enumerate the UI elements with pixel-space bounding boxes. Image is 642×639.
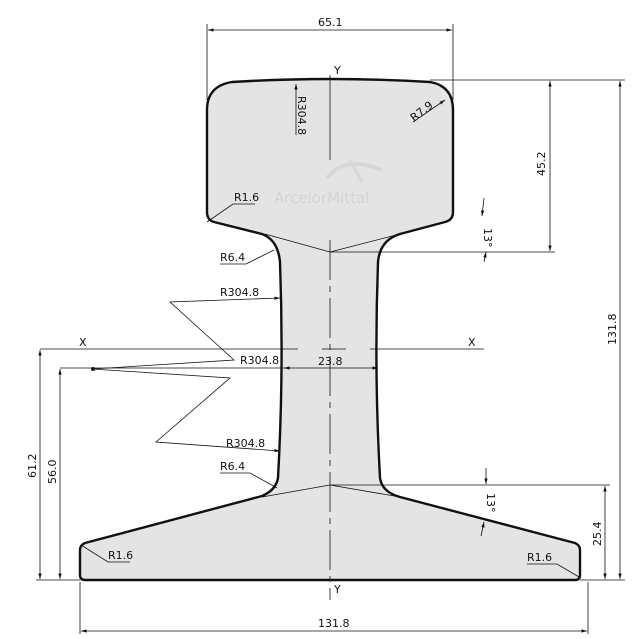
radius-leader <box>80 544 130 563</box>
watermark-text: ArcelorMittal <box>274 189 369 207</box>
base-height-label: 25.4 <box>591 522 604 547</box>
radius-leader <box>91 368 281 453</box>
base-width-label: 131.8 <box>318 617 350 630</box>
x-label-right: X <box>468 336 476 349</box>
y-label-bottom: Y <box>333 583 341 596</box>
head-height-label: 45.2 <box>535 152 548 177</box>
web-center-label: 56.0 <box>46 460 59 485</box>
head-taper-line <box>264 233 331 253</box>
base-taper-line <box>329 484 401 498</box>
y-label-top: Y <box>333 64 341 77</box>
radius-leader <box>91 296 281 370</box>
angle-arrow <box>480 197 485 217</box>
radius-leader <box>220 472 278 489</box>
crown-radius-label: R304.8 <box>295 96 308 135</box>
radius-leader <box>220 249 275 265</box>
angle-arrow <box>480 521 485 537</box>
lower-fillet-radius-label: R6.4 <box>220 460 245 473</box>
web-upper-radius-label: R304.8 <box>220 286 259 299</box>
x-label-left: X <box>79 336 87 349</box>
head-angle-label: 13° <box>481 228 494 248</box>
web-thickness-label: 23.8 <box>318 355 343 368</box>
base-left-radius-label: R1.6 <box>108 549 133 562</box>
base-angle-label: 13° <box>484 493 497 513</box>
head-taper-line <box>329 233 401 253</box>
total-height-label: 131.8 <box>606 314 619 346</box>
upper-fillet-radius-label: R6.4 <box>220 251 245 264</box>
neutral-axis-label: 61.2 <box>26 454 39 479</box>
angle-arrow <box>483 251 487 263</box>
arcelormittal-watermark: ArcelorMittal <box>274 159 383 207</box>
head-width-label: 65.1 <box>318 16 343 29</box>
radius-leader <box>206 203 255 223</box>
head-underside-radius-label: R1.6 <box>234 191 259 204</box>
radius-leader <box>527 563 580 578</box>
radius-leader <box>412 99 446 123</box>
base-right-radius-label: R1.6 <box>527 551 552 564</box>
base-taper-line <box>261 484 331 498</box>
web-mid-radius-label: R304.8 <box>240 354 279 367</box>
web-lower-radius-label: R304.8 <box>226 437 265 450</box>
